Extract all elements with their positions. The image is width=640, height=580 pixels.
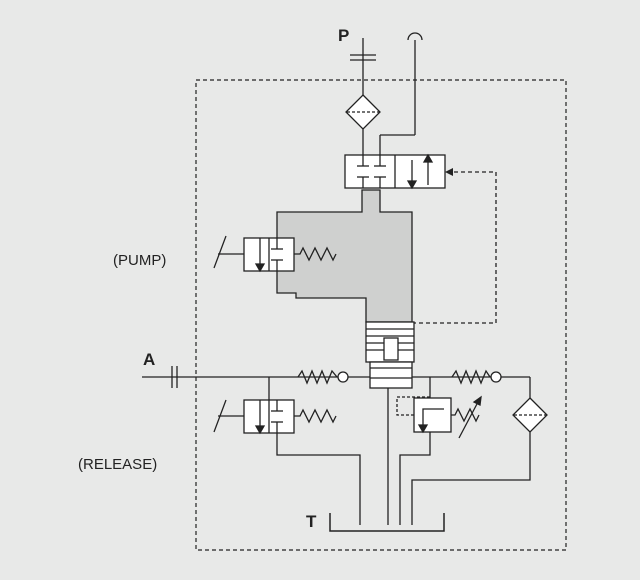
release-valve-label: (RELEASE) (78, 456, 158, 473)
pressure-port-line (350, 38, 376, 95)
relief-valve (396, 377, 482, 439)
release-valve (213, 377, 337, 435)
pump-valve (213, 235, 337, 273)
work-port-line (142, 366, 370, 388)
manifold-boundary (195, 79, 567, 551)
tank-symbol (329, 513, 445, 532)
pilot-line (412, 171, 497, 324)
pressurized-region (276, 189, 413, 323)
breather-line (379, 32, 423, 155)
return-filter (411, 397, 548, 525)
pilot-arrow (445, 168, 453, 176)
tank-return-lines (276, 388, 431, 525)
supply-filter (345, 94, 381, 155)
pump-piston-block (365, 321, 415, 389)
check-valve-right (412, 369, 531, 398)
pressure-port-label: P (338, 26, 350, 45)
work-port-label: A (143, 350, 156, 369)
check-valve-left (297, 369, 349, 385)
directional-valve-upper (344, 153, 446, 190)
pump-valve-label: (PUMP) (113, 252, 167, 269)
tank-port-label: T (306, 512, 317, 531)
